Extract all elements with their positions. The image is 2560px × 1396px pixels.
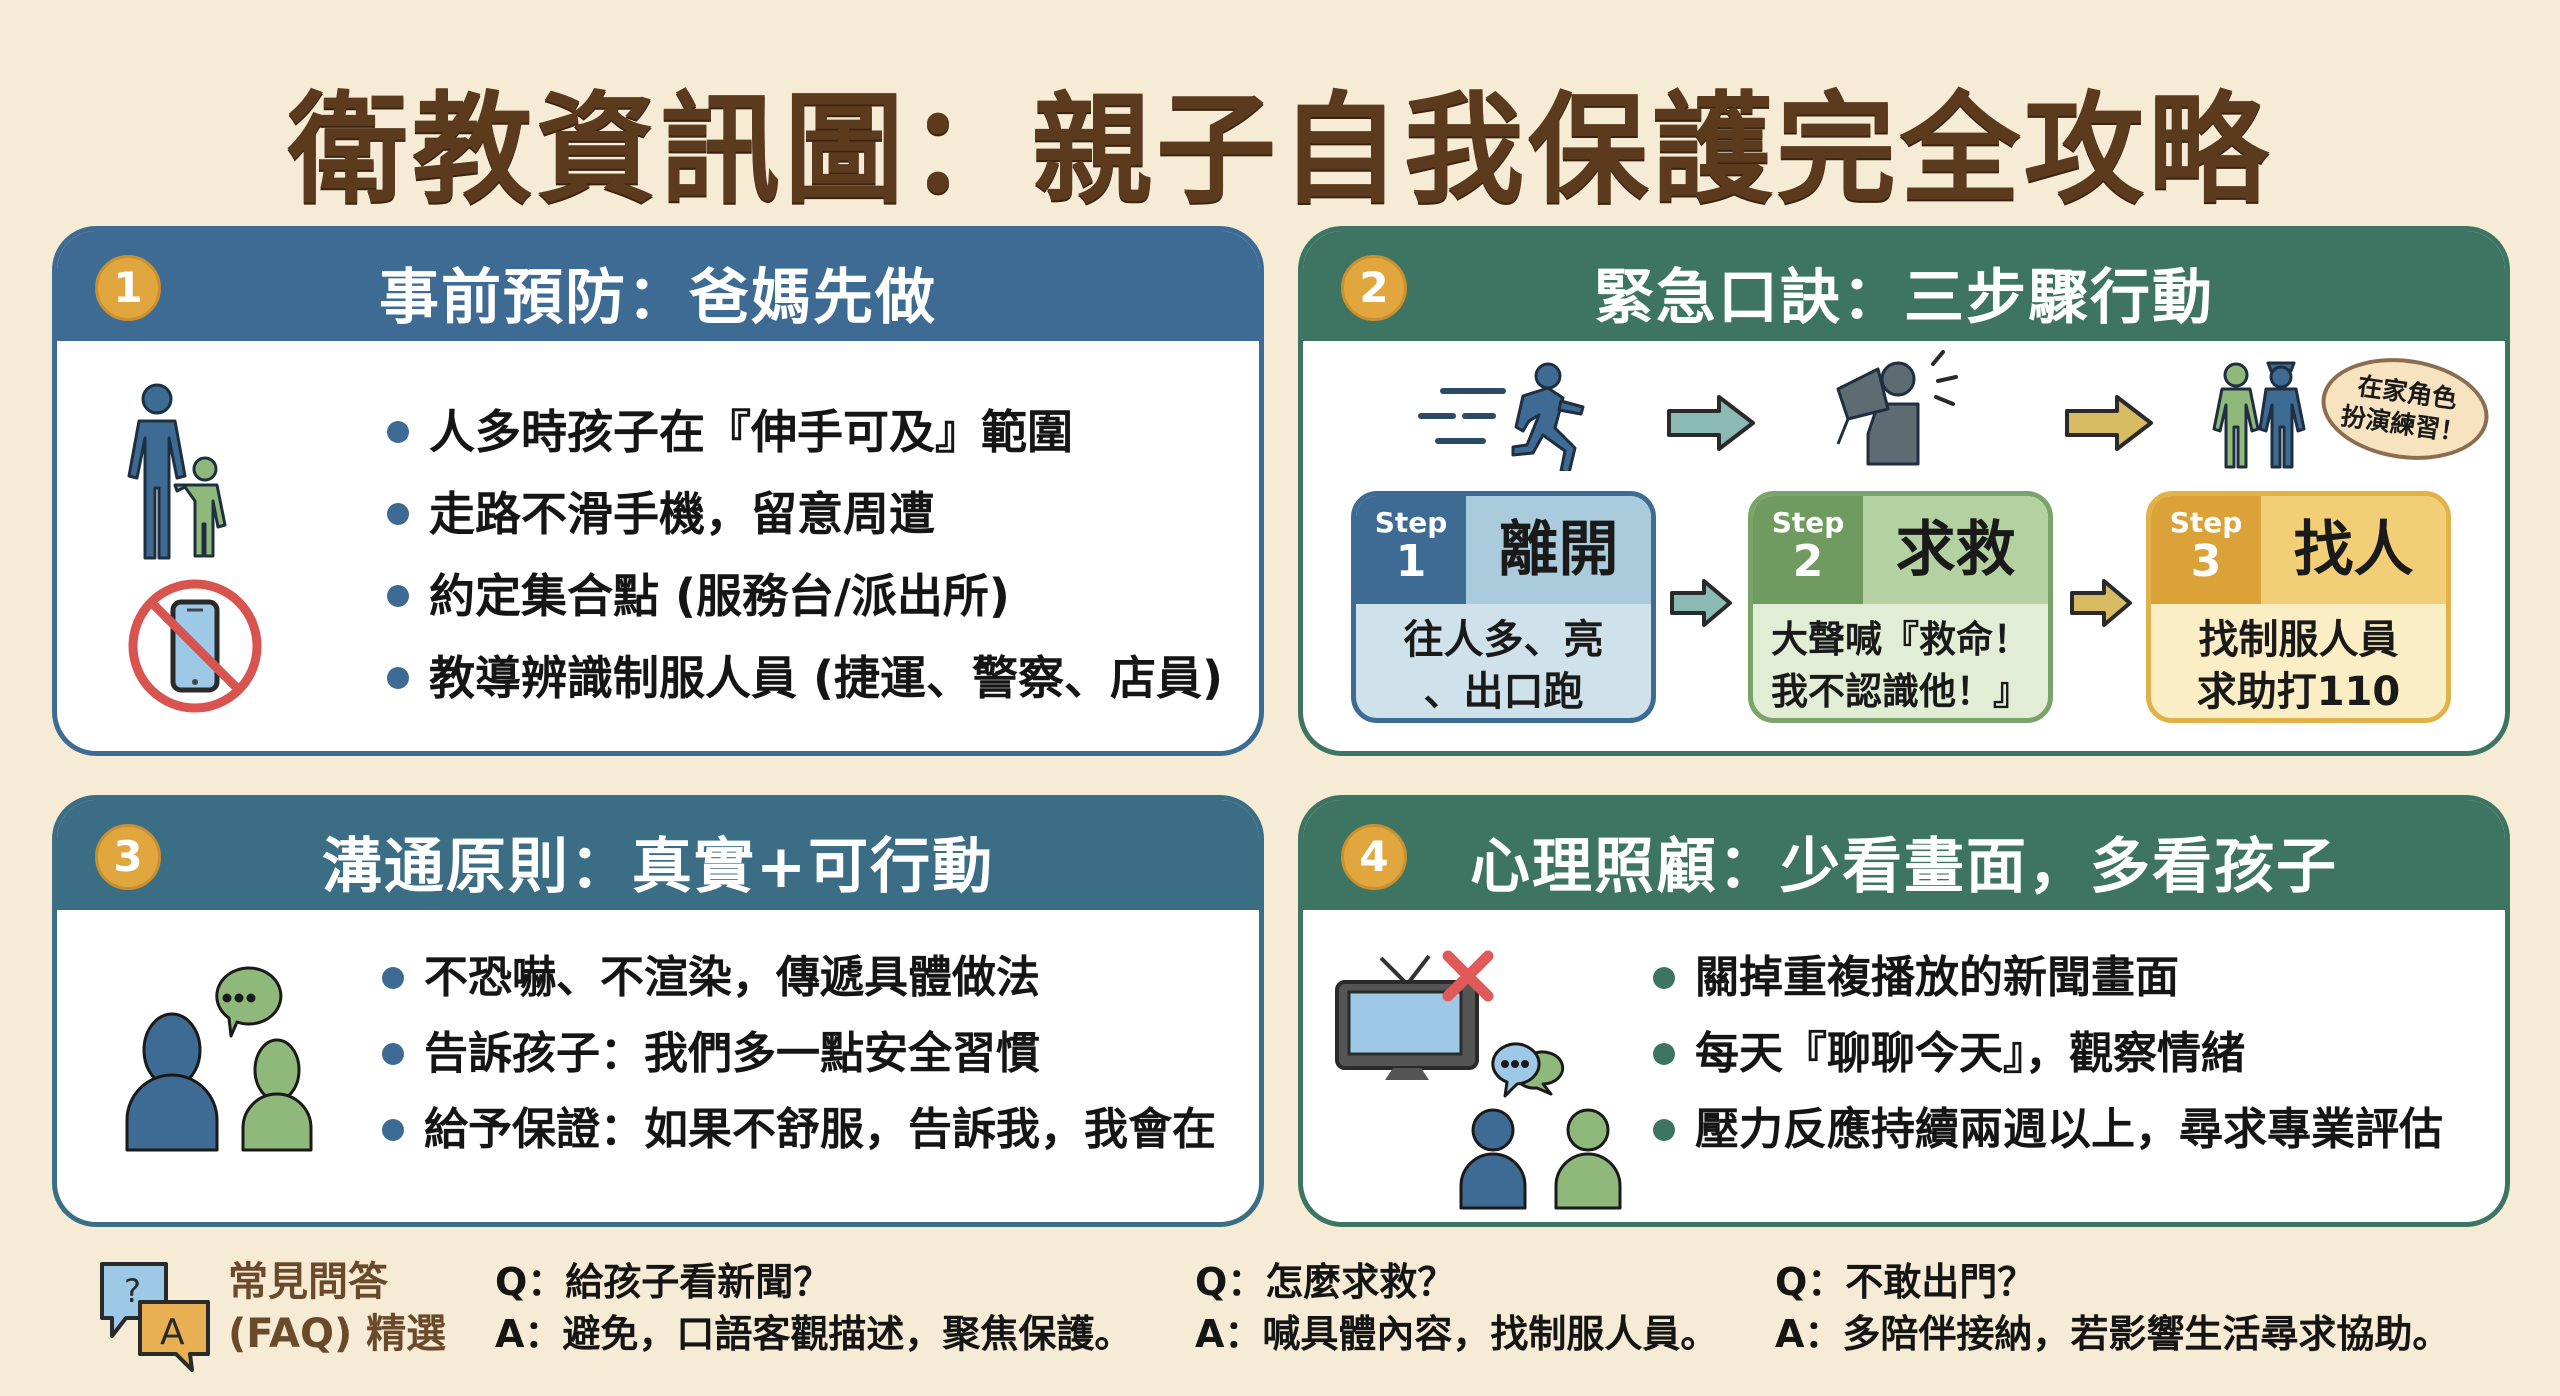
page-title: 衛教資訊圖：親子自我保護完全攻略 xyxy=(288,81,2272,220)
faq-section: ? A 常見問答 (FAQ) 精選 Q：給孩子看新聞？ A：避免，口語客觀描述，… xyxy=(0,1250,2560,1390)
bullet-item: 每天『聊聊今天』，觀察情緒 xyxy=(1653,1016,2443,1092)
arrow-right-icon xyxy=(2070,579,2132,627)
bullet-item: 走路不滑手機，留意周遭 xyxy=(387,473,1223,555)
running-person-icon xyxy=(1418,362,1585,471)
number-badge: 2 xyxy=(1341,255,1407,321)
step-desc: 大聲喊『救命！我不認識他！』 xyxy=(1771,618,2030,713)
panel-header: 2 緊急口訣：三步驟行動 xyxy=(1303,231,2505,341)
faq-item: Q：給孩子看新聞？ A：避免，口語客觀描述，聚焦保護。 xyxy=(495,1256,1132,1360)
bullet-list: 關掉重複播放的新聞畫面 每天『聊聊今天』，觀察情緒 壓力反應持續兩週以上，尋求專… xyxy=(1653,940,2443,1168)
bullet-list: 人多時孩子在『伸手可及』範圍 走路不滑手機，留意周遭 約定集合點 (服務台/派出… xyxy=(387,391,1223,719)
tv-off-icon xyxy=(1335,950,1494,1080)
panel-prevention: 1 事前預防：爸媽先做 人多時孩子在『伸手可及』範圍 走路不滑手機，留意周遭 約… xyxy=(52,226,1264,756)
faq-question: Q：給孩子看新聞？ xyxy=(495,1260,832,1304)
panel-communication: 3 溝通原則：真實+可行動 不恐嚇、不渲染，傳遞具體做法 告訴孩子：我們多一點安… xyxy=(52,795,1264,1227)
arrow-right-icon xyxy=(1670,579,1732,627)
number-badge: 3 xyxy=(95,824,161,890)
number-badge: 4 xyxy=(1341,824,1407,890)
panel-title: 事前預防：爸媽先做 xyxy=(379,263,937,333)
parent-holding-child-hand-icon xyxy=(127,383,227,560)
child-with-police-icon xyxy=(2212,361,2306,469)
speech-text: 在家角色 扮演練習！ xyxy=(2338,371,2467,448)
svg-text:?: ? xyxy=(124,1272,141,1310)
panel-title: 溝通原則：真實+可行動 xyxy=(321,832,995,902)
faq-item: Q：不敢出門？ A：多陪伴接納，若影響生活尋求協助。 xyxy=(1775,1256,2450,1360)
step-name: 找人 xyxy=(2261,496,2446,604)
faq-title: 常見問答 (FAQ) 精選 xyxy=(228,1259,447,1357)
bullet-list: 不恐嚇、不渲染，傳遞具體做法 告訴孩子：我們多一點安全習慣 給予保證：如果不舒服… xyxy=(382,940,1216,1168)
arrow-right-icon xyxy=(2065,395,2153,451)
number-badge: 1 xyxy=(95,255,161,321)
bullet-item: 關掉重複播放的新聞畫面 xyxy=(1653,940,2443,1016)
svg-text:A: A xyxy=(160,1312,185,1353)
bullet-item: 給予保證：如果不舒服，告訴我，我會在 xyxy=(382,1092,1216,1168)
faq-question: Q：不敢出門？ xyxy=(1775,1260,2036,1304)
bullet-item: 人多時孩子在『伸手可及』範圍 xyxy=(387,391,1223,473)
arrow-right-icon xyxy=(1667,395,1755,451)
panel-header: 3 溝通原則：真實+可行動 xyxy=(57,800,1259,910)
two-people-talking-icon xyxy=(125,966,313,1152)
faq-item: Q：怎麼求救？ A：喊具體內容，找制服人員。 xyxy=(1195,1256,1718,1360)
panel-title: 心理照顧：少看畫面，多看孩子 xyxy=(1470,832,2338,902)
faq-question: Q：怎麼求救？ xyxy=(1195,1260,1456,1304)
faq-answer: A：多陪伴接納，若影響生活尋求協助。 xyxy=(1775,1312,2451,1356)
panel-title: 緊急口訣：三步驟行動 xyxy=(1594,263,2214,333)
step-desc: 往人多、亮、出口跑 xyxy=(1403,617,1604,715)
bullet-item: 不恐嚇、不渲染，傳遞具體做法 xyxy=(382,940,1216,1016)
bullet-item: 教導辨識制服人員 (捷運、警察、店員) xyxy=(387,637,1223,719)
bullet-item: 壓力反應持續兩週以上，尋求專業評估 xyxy=(1653,1092,2443,1168)
step-name: 求救 xyxy=(1863,496,2048,604)
roleplay-speech-bubble: 在家角色 扮演練習！ xyxy=(2314,347,2496,471)
bullet-item: 告訴孩子：我們多一點安全習慣 xyxy=(382,1016,1216,1092)
panel-header: 4 心理照顧：少看畫面，多看孩子 xyxy=(1303,800,2505,910)
question-answer-icon: ? A xyxy=(100,1262,210,1372)
faq-answer: A：喊具體內容，找制服人員。 xyxy=(1195,1312,1719,1356)
parent-child-chat-icon xyxy=(1459,1042,1622,1210)
faq-answer: A：避免，口語客觀描述，聚焦保護。 xyxy=(495,1312,1133,1356)
panel-header: 1 事前預防：爸媽先做 xyxy=(57,231,1259,341)
step-desc: 找制服人員求助打110 xyxy=(2196,617,2401,715)
step-name: 離開 xyxy=(1466,496,1651,604)
panel-mental-care: 4 心理照顧：少看畫面，多看孩子 關掉重複播放的新聞畫面 每天『聊聊今天』，觀察… xyxy=(1298,795,2510,1227)
megaphone-shout-icon xyxy=(1836,350,1958,466)
bullet-item: 約定集合點 (服務台/派出所) xyxy=(387,555,1223,637)
no-phone-icon xyxy=(128,579,262,713)
panel-emergency-steps: 2 緊急口訣：三步驟行動 在家角色 扮演練習！ St xyxy=(1298,226,2510,756)
